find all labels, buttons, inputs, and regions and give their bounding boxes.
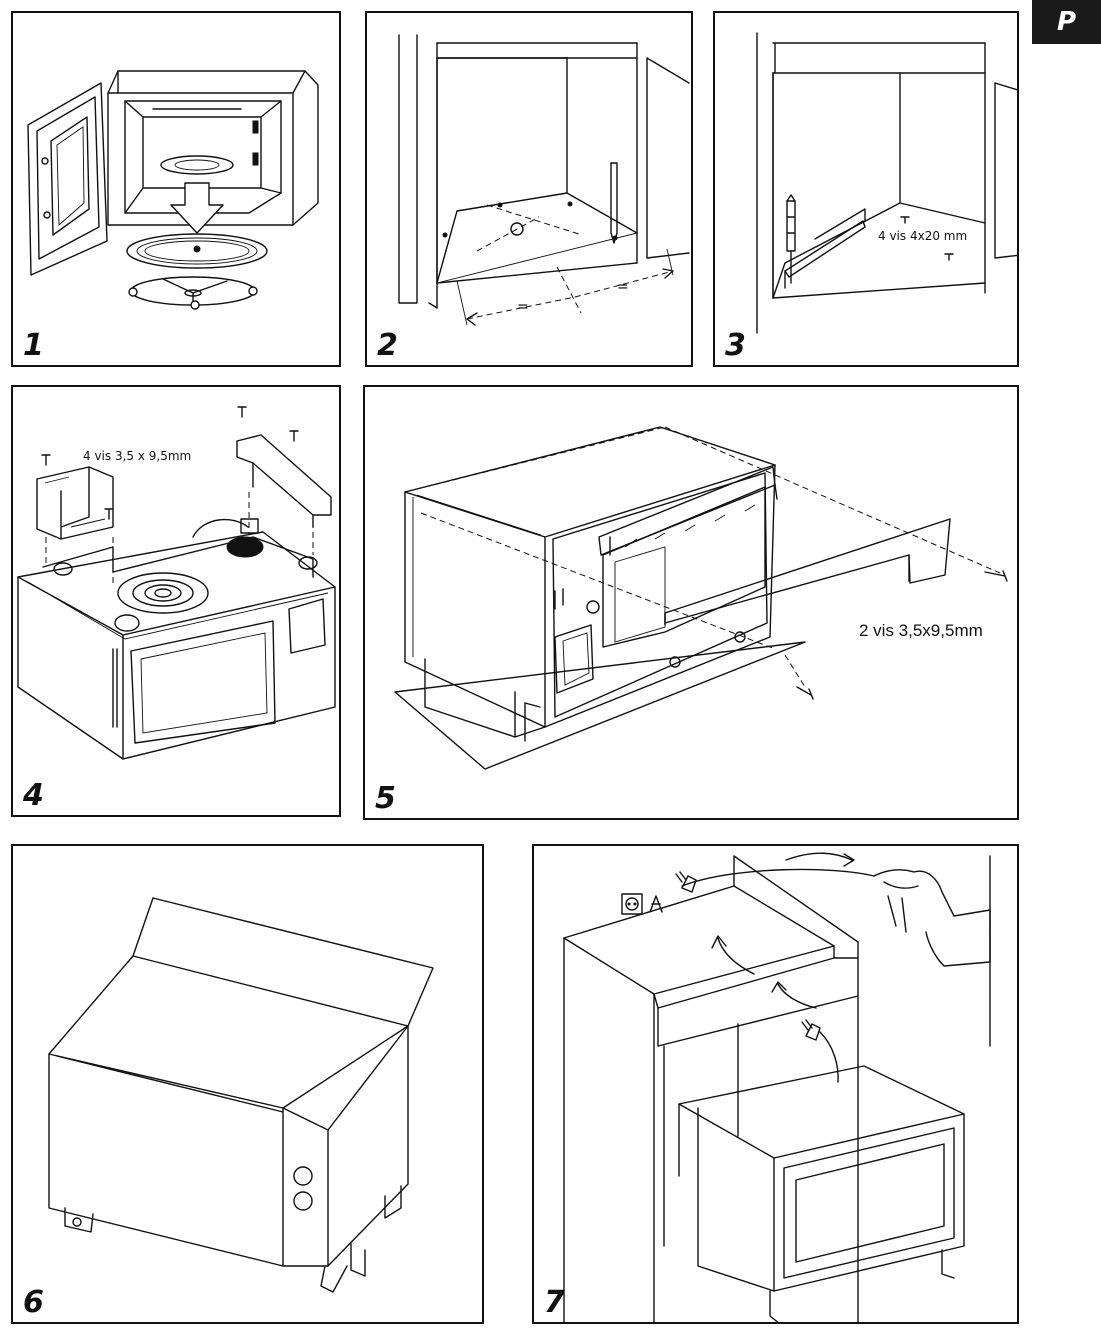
appliance-bracket-illustration xyxy=(17,406,336,760)
panel-number: 6 xyxy=(23,1285,44,1320)
panel-1: 1 xyxy=(11,11,341,367)
microwave-turntable-illustration xyxy=(27,70,319,310)
panel-number: 3 xyxy=(725,328,746,363)
panel-number: 1 xyxy=(23,328,44,363)
cabinet-bracket-illustration xyxy=(756,32,1017,334)
svg-text:=: = xyxy=(617,279,629,295)
cabinet-marking-illustration: = = xyxy=(398,34,690,326)
screw-spec-label: 2 vis 3,5x9,5mm xyxy=(859,621,983,640)
panel-5: 2 vis 3,5x9,5mm 5 xyxy=(363,385,1019,820)
cabinet-install-illustration xyxy=(563,852,991,1322)
panel-number: 5 xyxy=(375,781,396,816)
panel-number: 4 xyxy=(23,778,44,813)
panel-4: 4 vis 3,5 x 9,5mm 4 xyxy=(11,385,341,817)
appliance-packaging-illustration xyxy=(48,897,434,1293)
panel-6: 6 xyxy=(11,844,484,1324)
panel-2: = = 2 xyxy=(365,11,693,367)
language-tab: P xyxy=(1032,0,1101,44)
panel-number: 7 xyxy=(544,1285,565,1320)
panel-7: 7 xyxy=(532,844,1019,1324)
rear-bracket-illustration xyxy=(394,426,1008,770)
panel-number: 2 xyxy=(377,328,398,363)
screw-spec-label: 4 vis 3,5 x 9,5mm xyxy=(83,449,192,463)
panel-3: 4 vis 4x20 mm 3 xyxy=(713,11,1019,367)
screw-spec-label: 4 vis 4x20 mm xyxy=(878,229,968,243)
svg-text:=: = xyxy=(517,299,529,315)
